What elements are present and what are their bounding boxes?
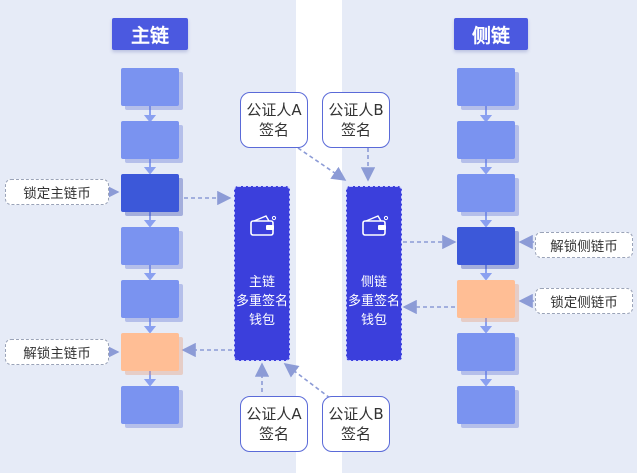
signer-bottom-b: 公证人B 签名 xyxy=(322,396,390,452)
side-chain-block-2 xyxy=(457,121,515,159)
main-chain-block-unlock xyxy=(121,333,179,371)
wallet-line-1: 侧链 xyxy=(360,275,387,290)
side-chain-block-lock xyxy=(457,280,515,318)
signer-name: 公证人B xyxy=(328,405,384,423)
main-chain-title: 主链 xyxy=(112,18,188,50)
signer-name: 公证人B xyxy=(328,101,384,119)
lock-main-coin-label: 锁定主链币 xyxy=(5,179,109,205)
side-chain-block-6 xyxy=(457,333,515,371)
main-multisig-wallet: 主链 多重签名 钱包 xyxy=(234,186,290,361)
signer-top-b: 公证人B 签名 xyxy=(322,92,390,148)
wallet-line-2: 多重签名 xyxy=(235,294,288,309)
wallet-icon xyxy=(250,215,277,236)
signer-action: 签名 xyxy=(340,425,371,443)
signer-name: 公证人A xyxy=(246,101,302,119)
main-chain-block-7 xyxy=(121,386,179,424)
side-chain-block-unlock xyxy=(457,227,515,265)
main-chain-block-lock xyxy=(121,174,179,212)
wallet-line-2: 多重签名 xyxy=(347,294,400,309)
main-chain-block-1 xyxy=(121,68,179,106)
wallet-line-3: 钱包 xyxy=(360,313,387,328)
side-chain-title: 侧链 xyxy=(454,18,528,50)
signer-top-a: 公证人A 签名 xyxy=(240,92,308,148)
wallet-line-1: 主链 xyxy=(248,275,275,290)
side-multisig-wallet: 侧链 多重签名 钱包 xyxy=(346,186,402,361)
unlock-main-coin-label: 解锁主链币 xyxy=(5,339,109,365)
main-chain-block-5 xyxy=(121,280,179,318)
signer-action: 签名 xyxy=(258,425,289,443)
side-chain-block-1 xyxy=(457,68,515,106)
lock-side-coin-label: 锁定侧链币 xyxy=(535,288,633,314)
side-chain-block-7 xyxy=(457,386,515,424)
signer-bottom-a: 公证人A 签名 xyxy=(240,396,308,452)
wallet-icon xyxy=(362,215,389,236)
side-chain-block-3 xyxy=(457,174,515,212)
signer-action: 签名 xyxy=(258,121,289,139)
wallet-line-3: 钱包 xyxy=(248,313,275,328)
main-chain-block-4 xyxy=(121,227,179,265)
signer-action: 签名 xyxy=(340,121,371,139)
unlock-side-coin-label: 解锁侧链币 xyxy=(535,232,633,258)
main-chain-block-2 xyxy=(121,121,179,159)
signer-name: 公证人A xyxy=(246,405,302,423)
